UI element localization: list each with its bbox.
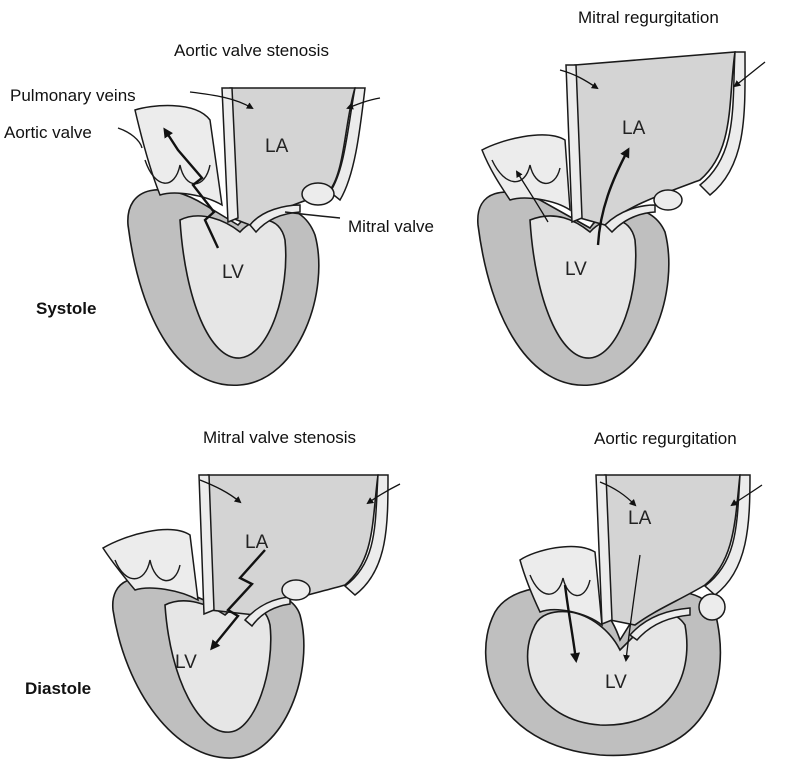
panel-title: Mitral regurgitation (578, 8, 719, 27)
la-label: LA (628, 508, 652, 529)
left-atrium (225, 88, 355, 225)
diastole-label: Diastole (25, 679, 91, 698)
mitral-annulus (654, 190, 682, 210)
mitral-annulus (302, 183, 334, 205)
panel-title: Mitral valve stenosis (203, 428, 356, 447)
pulmonary-veins-label: Pulmonary veins (10, 86, 136, 105)
panel-mitral-regurgitation: Mitral regurgitation LA LV (478, 8, 765, 385)
aortic-root (135, 106, 222, 205)
mitral-annulus (282, 580, 310, 600)
panel-title: Aortic regurgitation (594, 429, 737, 448)
mitral-annulus (699, 594, 725, 620)
panel-title: Aortic valve stenosis (174, 41, 329, 60)
mitral-valve-label: Mitral valve (348, 217, 434, 236)
lv-label: LV (175, 652, 197, 673)
la-label: LA (245, 532, 269, 553)
lv-label: LV (222, 262, 244, 283)
aortic-valve-leader (118, 128, 142, 148)
la-label: LA (622, 118, 646, 139)
panel-mitral-valve-stenosis: Mitral valve stenosis LA LV (103, 428, 400, 758)
lv-label: LV (565, 259, 587, 280)
systole-label: Systole (36, 299, 96, 318)
aortic-valve-label: Aortic valve (4, 123, 92, 142)
lv-label: LV (605, 672, 627, 693)
panel-aortic-valve-stenosis: Aortic valve stenosis Pulmonary veins Ao… (4, 41, 434, 385)
panel-aortic-regurgitation: Aortic regurgitation LA LV (486, 429, 762, 755)
la-label: LA (265, 136, 289, 157)
